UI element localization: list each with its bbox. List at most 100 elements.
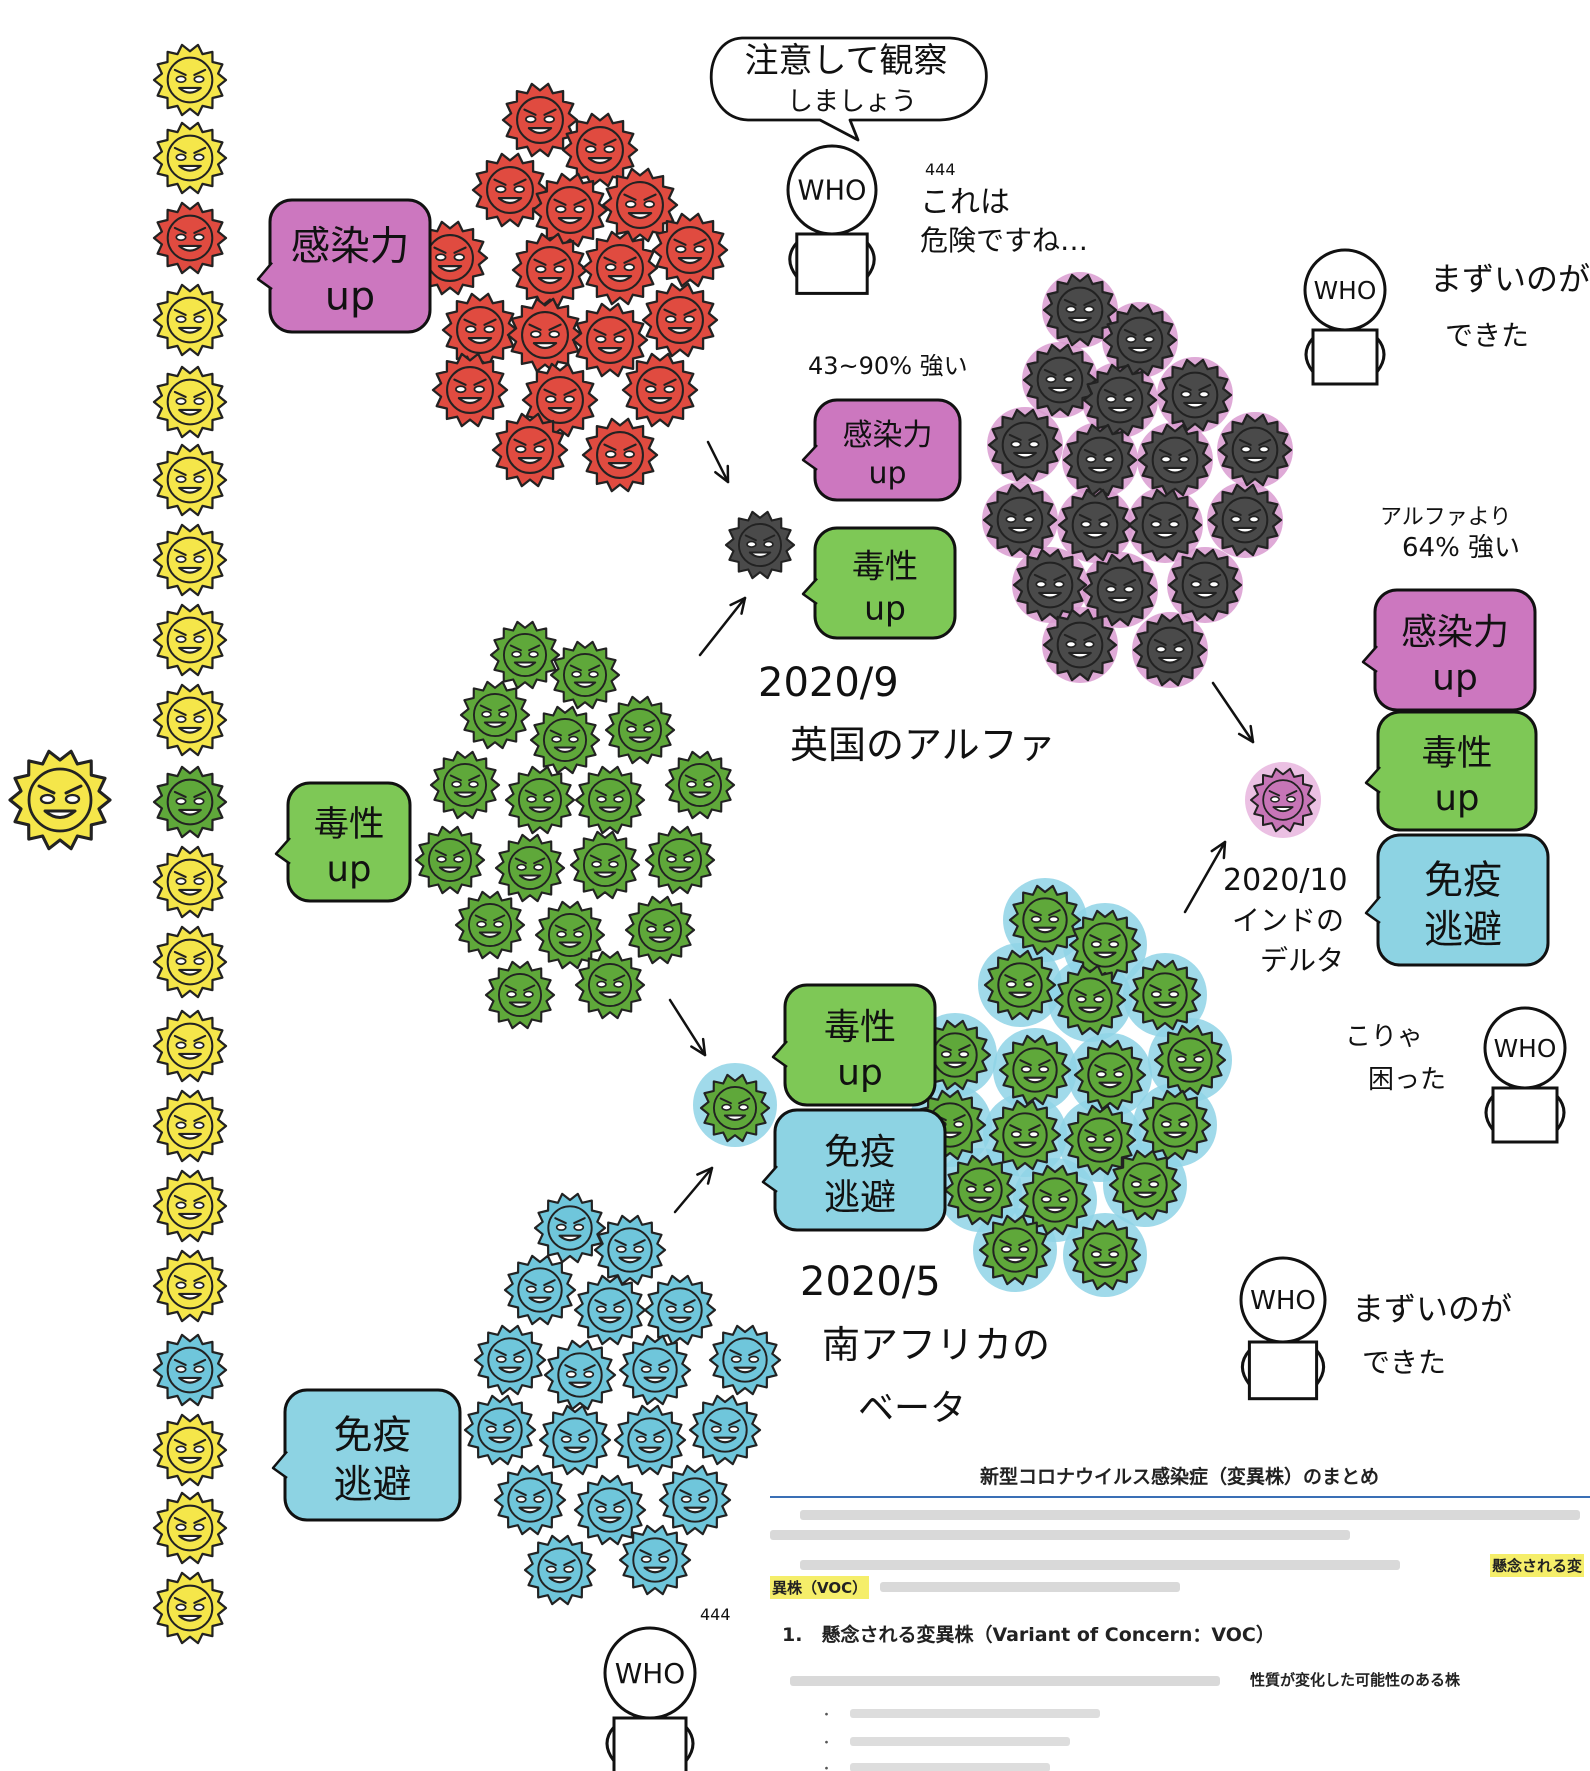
who-beta-comment-1: まずいのが xyxy=(1352,1290,1512,1328)
tag-line-1: 免疫 xyxy=(1424,859,1502,904)
blue-virus-icon xyxy=(710,1326,780,1394)
alpha-date: 2020/9 xyxy=(758,660,899,706)
who-alpha-comment-1: まずいのが xyxy=(1430,260,1590,298)
who-comment-2: 危険ですね… xyxy=(920,224,1088,257)
blue-virus-icon xyxy=(690,1396,760,1464)
document-rule xyxy=(770,1496,1590,1498)
green-virus-icon xyxy=(576,767,644,833)
document-strong-text: 性質が変化した可能性のある株 xyxy=(1250,1669,1460,1690)
variant-red-icon xyxy=(154,203,226,273)
tag-line-1: 毒性 xyxy=(824,1007,896,1048)
variant-yellow-icon xyxy=(154,525,226,595)
variant-yellow-icon xyxy=(154,1415,226,1485)
green-virus-icon xyxy=(496,835,564,901)
arrow-icon xyxy=(670,1000,705,1055)
red-virus-icon xyxy=(583,232,657,304)
alpha-strength: 43~90% 強い xyxy=(808,352,968,380)
who-label: WHO xyxy=(615,1657,686,1690)
variant-yellow-icon xyxy=(154,1493,226,1563)
bullet: ・ xyxy=(820,1704,833,1723)
beta-date: 2020/5 xyxy=(800,1259,941,1305)
blue-virus-icon xyxy=(615,1406,685,1474)
green-virus-icon xyxy=(571,832,639,898)
blue-virus-icon xyxy=(545,1341,615,1409)
who-figure-bottom: WHO xyxy=(605,1628,695,1771)
tag-beta-virulence: 毒性 up xyxy=(773,985,935,1105)
blue-virus-icon xyxy=(495,1466,565,1534)
blue-virus-icon xyxy=(645,1276,715,1344)
blue-virus-icon xyxy=(475,1326,545,1394)
green-virus-icon xyxy=(416,827,484,893)
red-virus-icon xyxy=(503,84,577,156)
beta-name-2: ベータ xyxy=(858,1388,966,1429)
tag-alpha-virulence: 毒性up xyxy=(803,528,955,638)
blurred-list-item xyxy=(850,1763,1050,1771)
tag-line-2: 逃避 xyxy=(333,1463,411,1508)
green-virus-icon xyxy=(626,897,694,963)
green-virus-icon xyxy=(486,962,554,1028)
who-beta-comment-2: できた xyxy=(1362,1346,1446,1379)
blurred-list-item xyxy=(850,1737,1070,1746)
blurred-text-line xyxy=(770,1530,1350,1540)
beta-name-1: 南アフリカの xyxy=(822,1323,1050,1367)
green-virus-icon xyxy=(576,952,644,1018)
variant-blue-icon xyxy=(154,1335,226,1405)
variant-yellow-icon xyxy=(154,927,226,997)
bullet: ・ xyxy=(820,1758,833,1771)
tag-line-1: 毒性 xyxy=(314,804,385,845)
tag-line-2: up xyxy=(327,849,372,890)
tag-line-1: 毒性 xyxy=(1422,733,1493,774)
blue-virus-icon xyxy=(595,1216,665,1284)
arrow-icon xyxy=(700,598,745,655)
tag-infectivity-up: 感染力up xyxy=(258,200,430,332)
green-virus-icon xyxy=(646,827,714,893)
red-virus-icon xyxy=(508,299,582,371)
who-label: WHO xyxy=(1494,1034,1557,1063)
variant-yellow-icon xyxy=(154,847,226,917)
tag-virulence-up: 毒性up xyxy=(276,783,410,901)
green-virus-icon xyxy=(461,682,529,748)
blurred-list-item xyxy=(850,1709,1100,1718)
who-comment-1: これは xyxy=(920,185,1010,220)
arrow-icon xyxy=(1213,683,1253,742)
tag-line-2: up xyxy=(837,1053,883,1094)
who-figure-delta: WHO xyxy=(1485,1008,1565,1142)
tag-immune-escape: 免疫逃避 xyxy=(273,1390,460,1520)
delta-strength-1: アルファより xyxy=(1380,505,1511,530)
blue-virus-icon xyxy=(465,1396,535,1464)
arrow-icon xyxy=(708,442,728,482)
variant-yellow-icon xyxy=(154,123,226,193)
variant-yellow-icon xyxy=(154,1251,226,1321)
arrow-head-icon xyxy=(691,1039,705,1055)
tag-line-2: up xyxy=(1435,778,1480,819)
tag-line-1: 免疫 xyxy=(824,1132,896,1173)
who-label: WHO xyxy=(1314,276,1377,305)
red-virus-icon xyxy=(583,419,657,491)
tag-line-1: 免疫 xyxy=(333,1414,411,1459)
variant-yellow-icon xyxy=(154,45,226,115)
who-alpha-comment-2: できた xyxy=(1445,319,1529,352)
speech-text-2: しましょう xyxy=(787,87,917,117)
red-virus-icon xyxy=(643,284,717,356)
blurred-text-line xyxy=(880,1582,1180,1592)
delta-name-1: インドの xyxy=(1232,904,1344,937)
highlight-text: 異株（VOC） xyxy=(770,1576,869,1599)
arrow-icon xyxy=(675,1168,712,1212)
tag-delta-infectivity: 感染力up xyxy=(1363,590,1535,710)
variant-yellow-icon xyxy=(154,285,226,355)
green-virus-icon xyxy=(491,622,559,688)
document-excerpt: 新型コロナウイルス感染症（変異株）のまとめ 懸念される変 異株（VOC） 1. … xyxy=(770,1458,1590,1771)
variant-yellow-icon xyxy=(154,367,226,437)
red-virus-icon xyxy=(563,114,637,186)
who-figure-alpha: WHO xyxy=(1305,250,1385,384)
variant-yellow-icon xyxy=(154,1573,226,1643)
variant-yellow-icon xyxy=(154,1091,226,1161)
highlight-text: 懸念される変 xyxy=(1490,1554,1584,1577)
green-virus-icon xyxy=(606,697,674,763)
red-virus-icon xyxy=(473,154,547,226)
who-label: WHO xyxy=(798,176,867,207)
who-figure-top: WHO xyxy=(788,146,876,293)
tag-line-2: up xyxy=(868,456,906,491)
